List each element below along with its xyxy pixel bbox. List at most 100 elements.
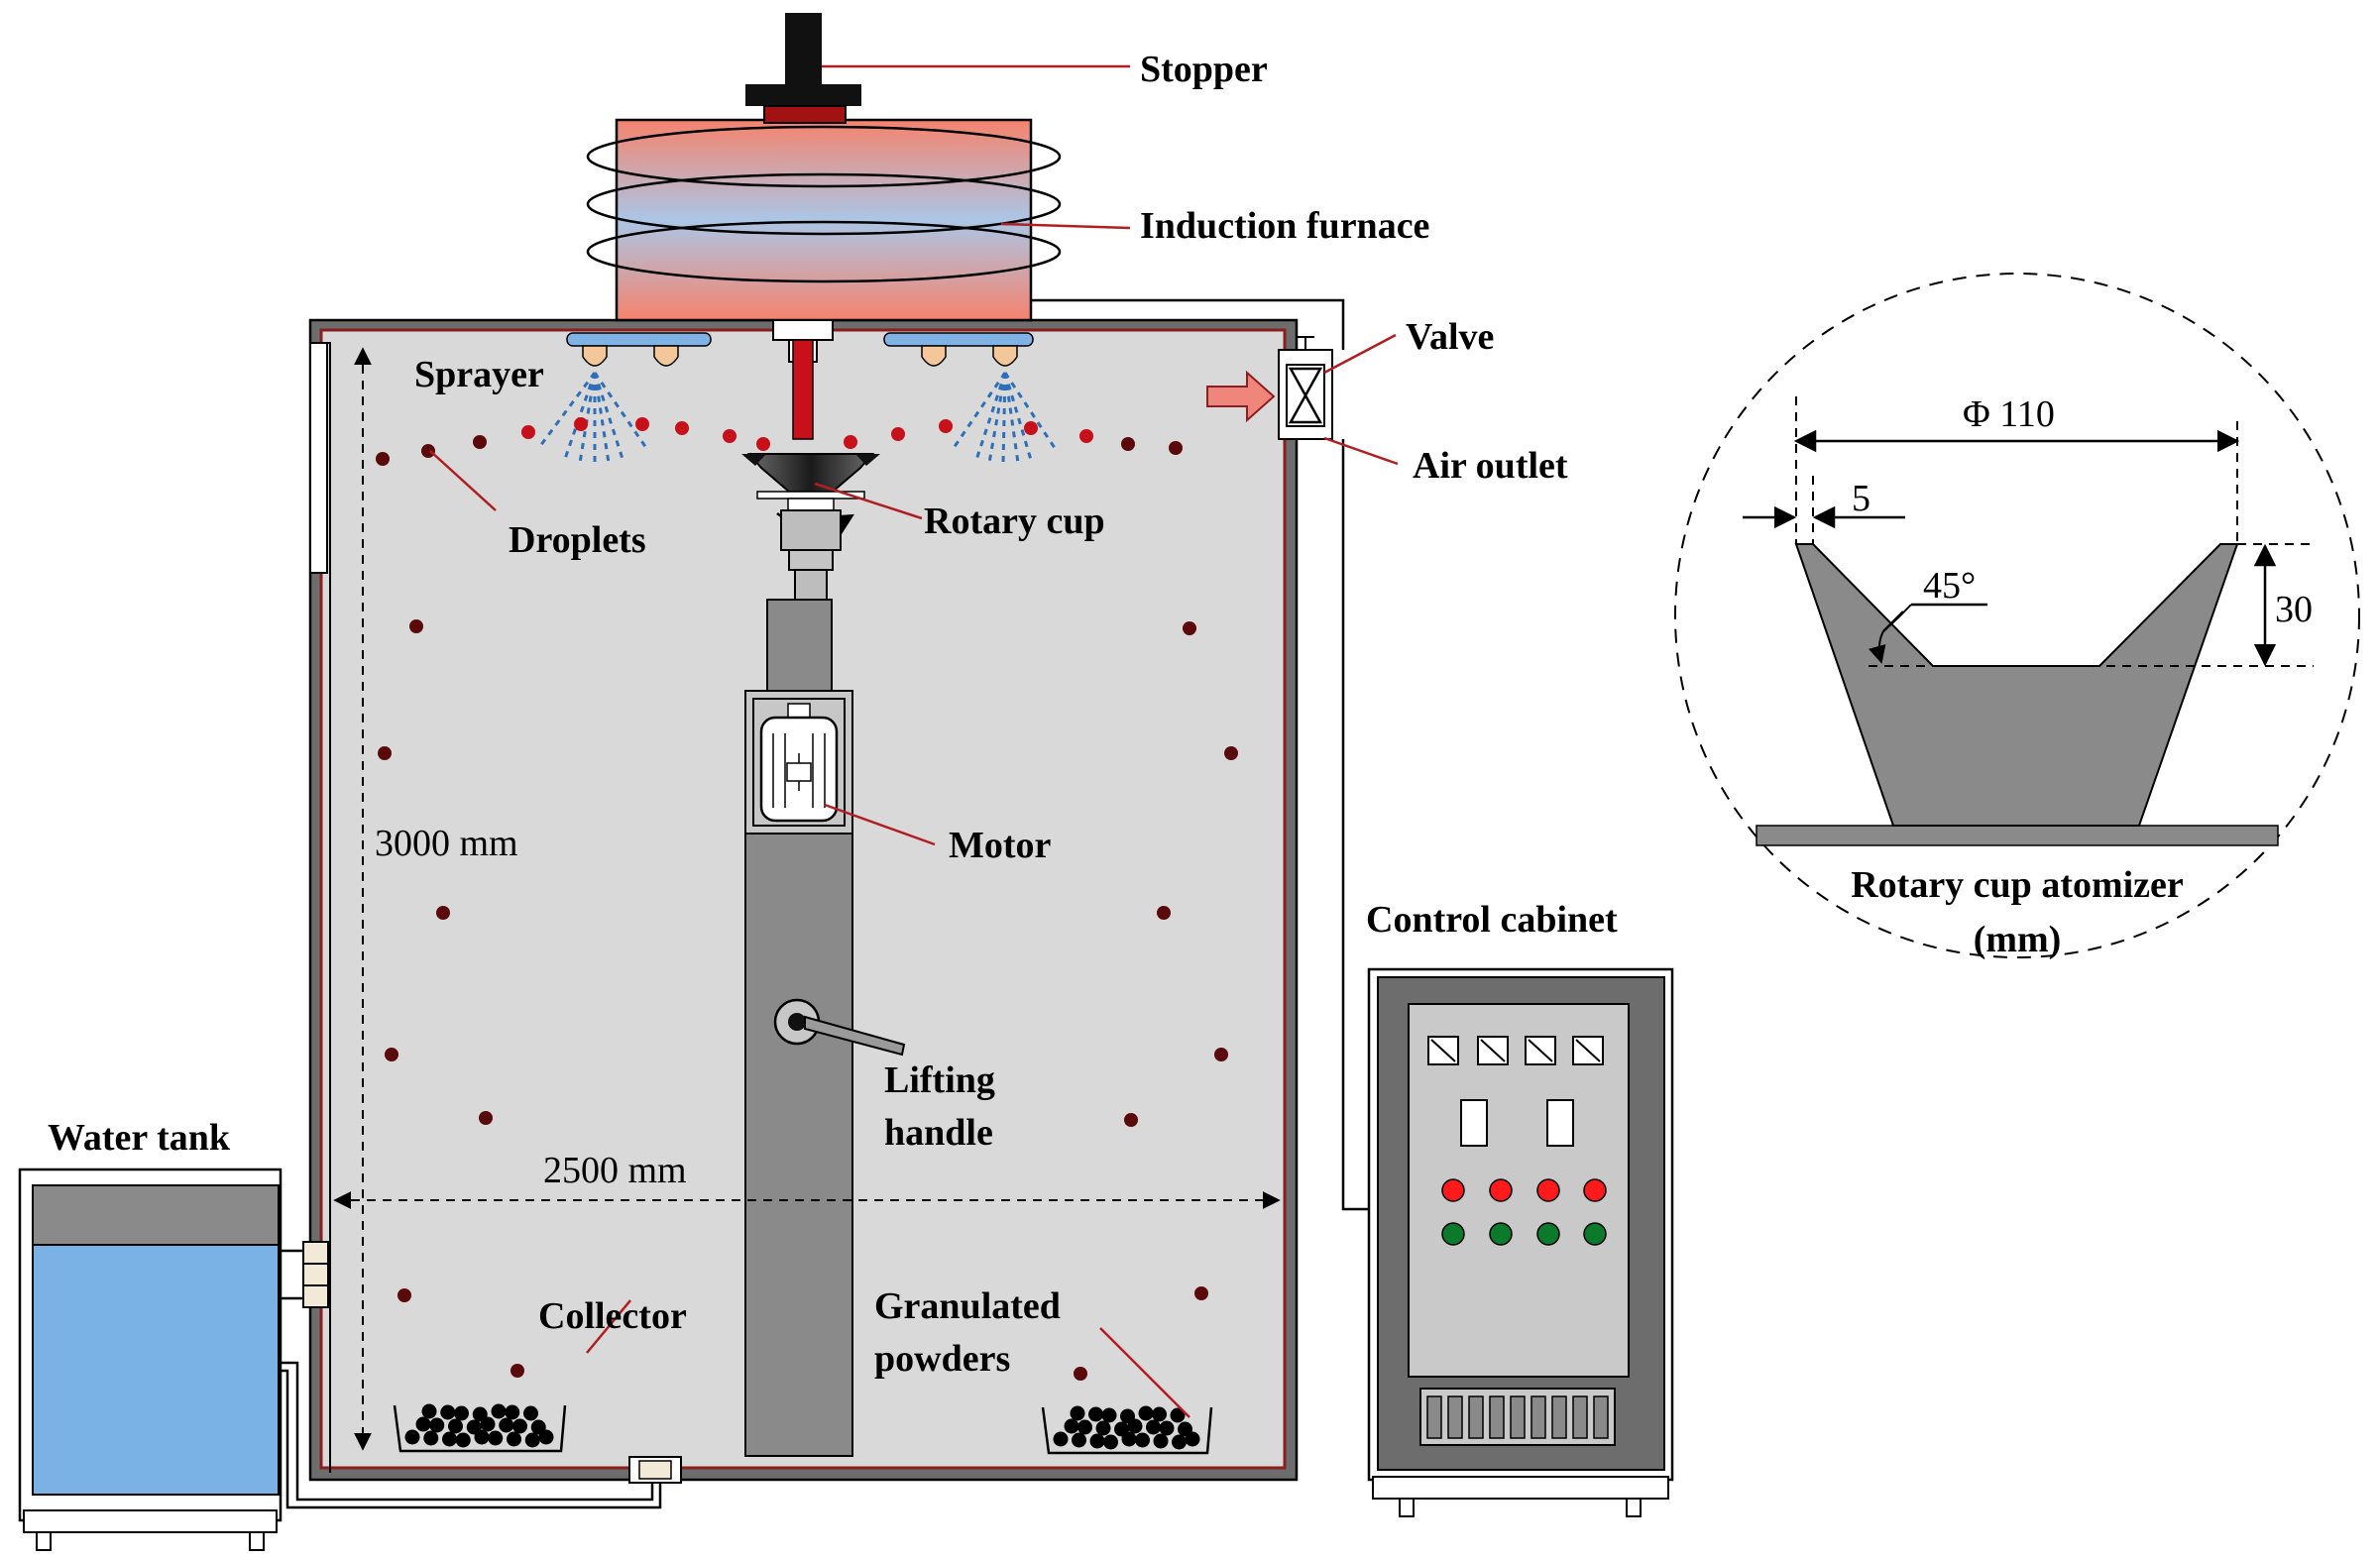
- label-granulated-powders-1: Granulated: [874, 1285, 1061, 1327]
- powder-particle: [488, 1430, 504, 1446]
- control-cabinet: [1367, 967, 1674, 1517]
- label-droplets: Droplets: [509, 519, 646, 561]
- droplet: [891, 427, 905, 441]
- powder-particle: [415, 1416, 431, 1432]
- powder-particle: [524, 1432, 540, 1448]
- powder-particle: [1138, 1405, 1154, 1421]
- green-indicator-light: [1441, 1222, 1465, 1246]
- droplet: [574, 417, 588, 431]
- powder-particle: [1146, 1419, 1161, 1435]
- leader-lines: [429, 64, 1399, 1418]
- powder-particle: [1178, 1421, 1192, 1437]
- powder-particle: [530, 1419, 546, 1435]
- droplet: [385, 1048, 398, 1061]
- powder-particle: [1103, 1434, 1118, 1450]
- atomizer-title-1: Rotary cup atomizer: [1851, 864, 2184, 906]
- droplet: [397, 1288, 411, 1302]
- droplet: [1024, 421, 1038, 435]
- melt-nozzle: [772, 319, 834, 440]
- atomizer-angle: 45°: [1923, 565, 1976, 607]
- powder-particle: [1053, 1431, 1069, 1447]
- label-induction-furnace: Induction furnace: [1140, 205, 1429, 247]
- red-indicator-light: [1536, 1178, 1560, 1202]
- powder-particle: [1159, 1420, 1175, 1436]
- induction-coil: [586, 125, 1062, 283]
- droplet: [1194, 1286, 1208, 1300]
- label-rotary-cup: Rotary cup: [924, 501, 1105, 542]
- cabinet-vent: [1426, 1395, 1609, 1439]
- red-indicator-light: [1583, 1178, 1607, 1202]
- vent-slot: [1510, 1395, 1526, 1439]
- droplet: [939, 419, 953, 433]
- powder-particle: [454, 1405, 469, 1421]
- cabinet-meters: [1427, 1036, 1604, 1065]
- powder-particle: [523, 1405, 538, 1421]
- powder-particle: [1120, 1408, 1135, 1424]
- label-air-outlet: Air outlet: [1413, 445, 1568, 487]
- powder-particle: [1064, 1418, 1079, 1434]
- droplet: [1169, 441, 1183, 455]
- sprayer-left: [538, 332, 712, 464]
- powder-particle: [491, 1403, 507, 1419]
- label-motor: Motor: [949, 825, 1052, 866]
- droplet: [510, 1364, 524, 1378]
- meter-needle: [1528, 1039, 1553, 1062]
- powder-particle: [423, 1430, 439, 1446]
- label-lifting-handle-1: Lifting: [884, 1059, 995, 1101]
- droplet: [1074, 1367, 1087, 1381]
- powder-particle: [1135, 1432, 1150, 1448]
- label-sprayer: Sprayer: [414, 354, 544, 395]
- vent-slot: [1530, 1395, 1546, 1439]
- vent-slot: [1572, 1395, 1588, 1439]
- powder-particle: [421, 1403, 437, 1419]
- droplet: [1224, 746, 1238, 760]
- powder-particle: [1072, 1432, 1086, 1448]
- label-stopper: Stopper: [1140, 49, 1268, 90]
- green-indicator-light: [1536, 1222, 1560, 1246]
- induction-furnace: [586, 118, 1062, 322]
- vent-slot: [1468, 1395, 1484, 1439]
- powder-particle: [1088, 1406, 1103, 1422]
- motor: [744, 690, 853, 835]
- powder-particle: [472, 1406, 488, 1422]
- red-indicator-light: [1489, 1178, 1513, 1202]
- powder-particle: [429, 1417, 445, 1433]
- red-indicator-light: [1441, 1178, 1465, 1202]
- powder-particle: [1170, 1407, 1186, 1423]
- powder-particle: [1095, 1420, 1111, 1436]
- droplet: [479, 1111, 493, 1125]
- vent-slot: [1593, 1395, 1609, 1439]
- powder-particle: [1101, 1407, 1117, 1423]
- atomizer-depth: 30: [2275, 589, 2313, 630]
- powder-particle: [448, 1418, 463, 1434]
- powder-particle: [507, 1431, 521, 1447]
- meter-needle: [1480, 1039, 1506, 1062]
- atomizer-detail: [1674, 273, 2360, 958]
- label-water-tank: Water tank: [48, 1117, 231, 1159]
- dimension-height: 3000 mm: [375, 823, 518, 864]
- cabinet-indicators: [1441, 1178, 1607, 1246]
- air-outlet-arrow: [1206, 370, 1276, 423]
- vent-slot: [1551, 1395, 1567, 1439]
- powder-particle: [404, 1429, 420, 1445]
- powder-particle: [499, 1417, 514, 1433]
- collector-right: [1041, 1405, 1213, 1455]
- vent-slot: [1426, 1395, 1442, 1439]
- droplet: [723, 429, 737, 443]
- powder-particle: [1077, 1419, 1092, 1435]
- sprayer-right: [883, 332, 1057, 465]
- valve: [1278, 336, 1333, 440]
- droplet: [1214, 1048, 1228, 1061]
- granulated-powder-left: [404, 1403, 554, 1448]
- rotary-cup: [741, 453, 880, 536]
- droplet: [635, 417, 649, 431]
- powder-particle: [1152, 1406, 1167, 1422]
- droplet: [1079, 429, 1093, 443]
- water-pipe: [281, 342, 682, 1509]
- vent-slot: [1489, 1395, 1505, 1439]
- lifting-handle: [773, 998, 906, 1057]
- label-valve: Valve: [1406, 316, 1494, 358]
- cup-shaft: [766, 498, 842, 692]
- vent-slot: [1447, 1395, 1463, 1439]
